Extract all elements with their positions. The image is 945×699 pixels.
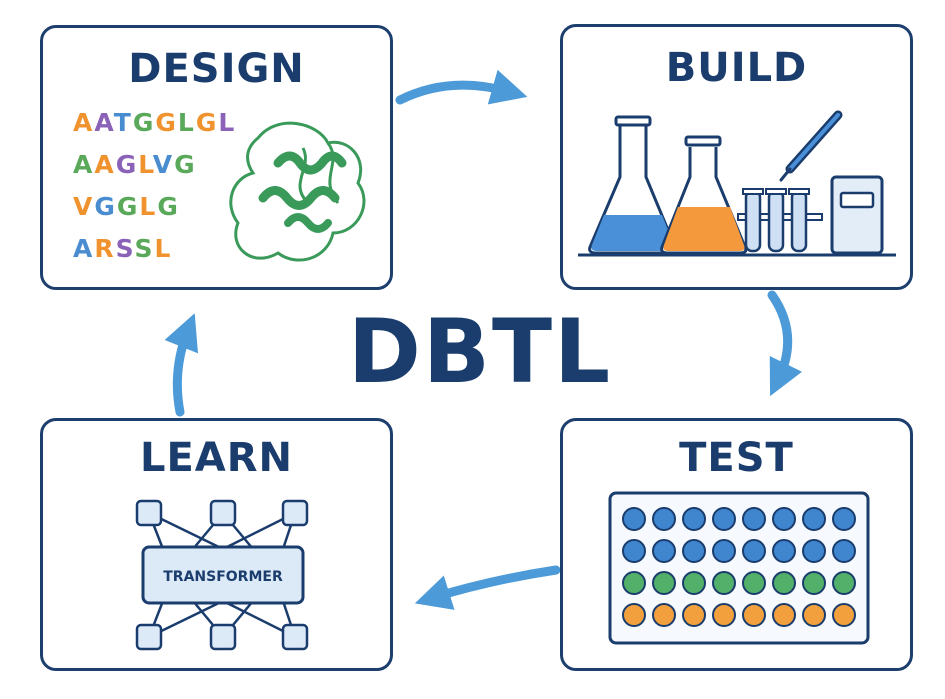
arrow-test-to-learn [414,565,561,610]
sequence-line-3: VGGLG [73,192,180,221]
well [712,507,736,531]
protein-structure-icon [229,121,366,262]
well [742,507,766,531]
test-tube-rack-icon [737,188,823,253]
build-panel: BUILD [560,24,913,290]
well [772,603,796,627]
well [682,603,706,627]
transformer-network-diagram: TRANSFORMER [135,499,309,651]
input-node-2 [209,499,237,527]
well [652,539,676,563]
sequence-letter: G [155,108,178,137]
well [712,571,736,595]
sequence-letter: G [174,150,197,179]
sequence-letter: G [132,108,156,137]
sequence-letter: A [94,150,116,179]
well-plate-frame [608,491,870,645]
transformer-block [141,545,305,605]
arrow-design-to-build [395,69,528,105]
well [622,539,646,563]
design-title: DESIGN [128,46,305,92]
well [682,507,706,531]
output-node-2 [209,623,237,651]
well [802,539,826,563]
sequence-letter: G [94,192,117,221]
sequence-letter: A [73,150,95,179]
sequence-letter: A [73,108,95,137]
test-panel: TEST [560,418,913,671]
well [772,507,796,531]
lab-equipment-illustration [578,110,896,257]
sequence-letter: A [94,108,114,137]
well [712,603,736,627]
lab-instrument-icon [830,175,884,255]
well [682,571,706,595]
sequence-letter: G [116,192,140,221]
well [832,603,856,627]
orange-flask-icon [660,135,748,255]
blue-flask-icon [588,115,678,255]
well-grid [622,507,856,627]
sequence-letter: A [73,234,95,263]
well [652,507,676,531]
sequence-letter: G [157,192,180,221]
pipette-icon [779,110,843,182]
sequence-letter: L [154,234,173,263]
well [832,539,856,563]
well [742,539,766,563]
well [622,603,646,627]
arrow-learn-to-design [164,313,199,417]
sequence-letter: S [134,234,155,263]
sequence-letter: T [113,108,133,137]
well [682,539,706,563]
well [802,571,826,595]
sequence-letter: L [138,150,153,179]
sequence-letter: G [195,108,219,137]
input-node-1 [135,499,163,527]
sequence-letter: L [218,108,237,137]
well [622,507,646,531]
learn-panel: LEARN TRANSFORMER [40,418,393,671]
sequence-line-4: ARSSL [73,234,172,263]
center-title: DBTL [347,300,613,403]
arrow-build-to-test [767,290,803,397]
well-plate-icon [608,491,870,645]
sequence-letter: V [73,192,95,221]
well [742,571,766,595]
test-title: TEST [679,435,794,481]
output-node-1 [135,623,163,651]
build-title: BUILD [665,45,808,91]
well [742,603,766,627]
sequence-letter: V [152,150,175,179]
well [772,571,796,595]
well [832,507,856,531]
output-node-3 [281,623,309,651]
well [832,571,856,595]
sequence-letter: S [115,234,135,263]
well [802,603,826,627]
input-node-3 [281,499,309,527]
well [652,603,676,627]
sequence-letter: L [177,108,196,137]
design-panel: DESIGN AATGGLGL AAGLVG VGGLG ARSSL [40,25,393,290]
transformer-label: TRANSFORMER [163,569,283,585]
well [622,571,646,595]
sequence-letter: R [94,234,116,263]
well [712,539,736,563]
well [652,571,676,595]
well [802,507,826,531]
sequence-letter: G [115,150,139,179]
sequence-line-1: AATGGLGL [73,108,236,137]
well [772,539,796,563]
sequence-letter: L [139,192,158,221]
learn-title: LEARN [139,435,294,481]
sequence-line-2: AAGLVG [73,150,197,179]
